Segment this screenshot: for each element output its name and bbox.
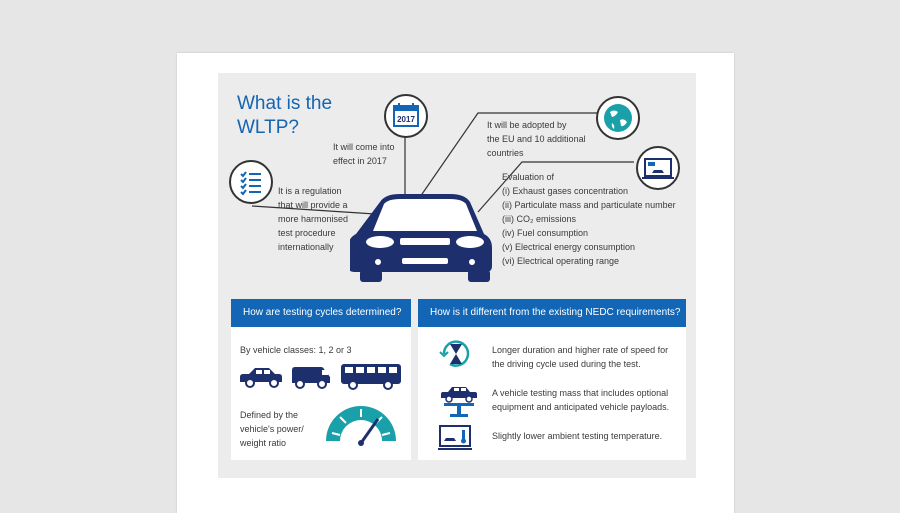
monitor-car-icon bbox=[642, 158, 674, 179]
hourglass-icon bbox=[439, 340, 470, 367]
car-icon bbox=[240, 368, 282, 388]
globe-icon bbox=[604, 104, 632, 132]
evaluation-item: (vi) Electrical operating range bbox=[502, 256, 620, 266]
evaluation-item: (v) Electrical energy consumption bbox=[502, 242, 636, 252]
evaluation-item: (i) Exhaust gases concentration bbox=[502, 186, 629, 196]
checklist-circle bbox=[229, 160, 273, 204]
globe-circle bbox=[596, 96, 640, 140]
testing-cycles-header: How are testing cycles determined? bbox=[231, 299, 411, 327]
checklist-icon bbox=[240, 171, 261, 196]
evaluation-list: (i) Exhaust gases concentration (ii) Par… bbox=[502, 184, 676, 268]
car-front-illustration bbox=[350, 194, 492, 282]
nedc-differences-header: How is it different from the existing NE… bbox=[418, 299, 686, 327]
monitor-circle bbox=[636, 146, 680, 190]
monitor-temperature-icon bbox=[438, 425, 472, 450]
evaluation-item: (iii) CO₂ emissions bbox=[502, 214, 576, 224]
evaluation-item: (iv) Fuel consumption bbox=[502, 228, 589, 238]
calendar-year: 2017 bbox=[397, 115, 415, 124]
regulation-connector bbox=[251, 205, 376, 215]
evaluation-heading: Evaluation of bbox=[502, 172, 555, 182]
van-icon bbox=[292, 367, 330, 389]
page-title: What is the WLTP? bbox=[237, 93, 333, 138]
speedometer-icon bbox=[326, 406, 396, 446]
bus-icon bbox=[341, 364, 401, 390]
calendar-circle: 2017 bbox=[384, 94, 428, 138]
calendar-icon: 2017 bbox=[393, 103, 419, 127]
nedc-item-temperature: Slightly lower ambient testing temperatu… bbox=[492, 431, 663, 441]
nedc-item-mass: A vehicle testing mass that includes opt… bbox=[492, 388, 670, 412]
vehicle-classes-text: By vehicle classes: 1, 2 or 3 bbox=[240, 345, 352, 355]
vehicle-lift-icon bbox=[441, 387, 477, 417]
vehicle-classes-icons bbox=[240, 364, 401, 390]
adoption-connector bbox=[419, 112, 598, 198]
evaluation-item: (ii) Particulate mass and particulate nu… bbox=[502, 200, 676, 210]
nedc-item-duration: Longer duration and higher rate of speed… bbox=[492, 345, 669, 369]
evaluation-connector bbox=[477, 161, 634, 213]
